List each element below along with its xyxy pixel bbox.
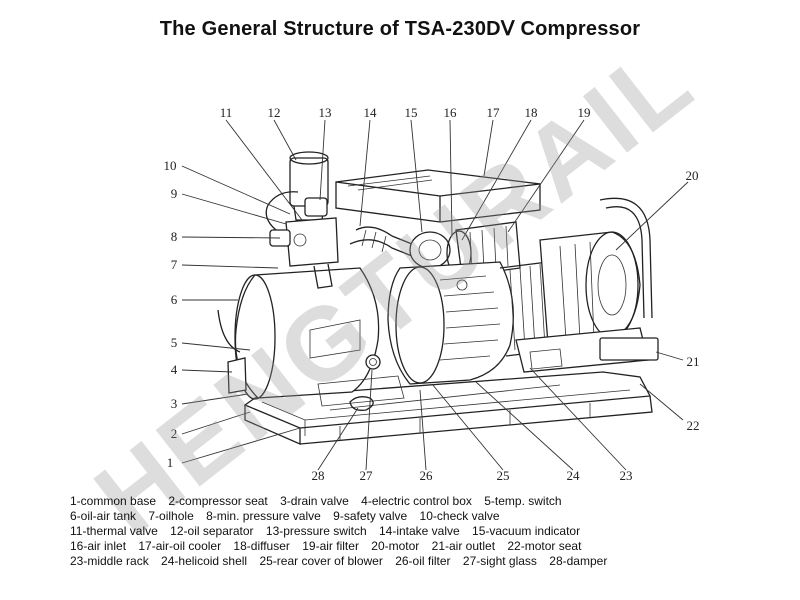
air-oil-cooler <box>335 169 541 223</box>
callout-24: 24 <box>567 468 581 483</box>
callout-12: 12 <box>268 105 281 120</box>
legend-item: 4-electric control box <box>361 494 472 508</box>
legend-item: 20-motor <box>371 539 420 553</box>
compressor-illustration <box>217 151 659 445</box>
callout-28: 28 <box>312 468 325 483</box>
legend-line-5: 23-middle rack 24-helicoid shell 25-rear… <box>70 554 770 569</box>
callout-8: 8 <box>171 229 178 244</box>
callout-26: 26 <box>420 468 434 483</box>
callout-20: 20 <box>686 168 699 183</box>
legend-item: 18-diffuser <box>233 539 290 553</box>
callout-27: 27 <box>360 468 374 483</box>
motor-seat <box>515 327 659 373</box>
legend-item: 9-safety valve <box>333 509 408 523</box>
motor <box>539 197 653 345</box>
callout-4: 4 <box>171 362 178 377</box>
legend-item: 27-sight glass <box>462 554 537 568</box>
legend-item: 25-rear cover of blower <box>259 554 383 568</box>
legend-item: 1-common base <box>70 494 157 508</box>
diagram-title: The General Structure of TSA-230DⅤ Compr… <box>159 18 641 40</box>
callout-23: 23 <box>620 468 633 483</box>
callout-13: 13 <box>319 105 332 120</box>
legend-item: 22-motor seat <box>507 539 582 553</box>
legend-item: 23-middle rack <box>70 554 149 568</box>
leader-lines <box>181 119 689 471</box>
callout-19: 19 <box>578 105 591 120</box>
callout-7: 7 <box>171 257 178 272</box>
legend-item: 7-oilhole <box>148 509 194 523</box>
callout-1: 1 <box>167 455 174 470</box>
callout-3: 3 <box>171 396 178 411</box>
legend-item: 3-drain valve <box>280 494 349 508</box>
callout-2: 2 <box>171 426 178 441</box>
callout-5: 5 <box>171 335 178 350</box>
intake-piping <box>349 226 451 269</box>
legend-item: 24-helicoid shell <box>161 554 248 568</box>
oil-separator <box>289 151 329 221</box>
callout-18: 18 <box>525 105 538 120</box>
parts-legend: 1-common base 2-compressor seat 3-drain … <box>70 494 770 569</box>
common-base <box>243 371 653 445</box>
legend-item: 21-air outlet <box>431 539 496 553</box>
legend-item: 16-air inlet <box>70 539 127 553</box>
legend-item: 13-pressure switch <box>265 524 367 538</box>
legend-line-1: 1-common base 2-compressor seat 3-drain … <box>70 494 770 509</box>
legend-item: 6-oil-air tank <box>70 509 137 523</box>
legend-item: 8-min. pressure valve <box>206 509 321 523</box>
callout-14: 14 <box>364 105 378 120</box>
legend-item: 26-oil filter <box>395 554 451 568</box>
legend-item: 15-vacuum indicator <box>472 524 581 538</box>
callout-numbers: 1 2 3 4 5 6 7 8 9 10 11 12 13 14 15 16 1… <box>164 105 700 483</box>
callout-25: 25 <box>497 468 510 483</box>
legend-item: 12-oil separator <box>170 524 254 538</box>
legend-item: 19-air filter <box>302 539 359 553</box>
callout-15: 15 <box>405 105 418 120</box>
callout-16: 16 <box>444 105 458 120</box>
legend-item: 28-damper <box>549 554 608 568</box>
legend-line-4: 16-air inlet 17-air-oil cooler 18-diffus… <box>70 539 770 554</box>
legend-item: 11-thermal valve <box>70 524 158 538</box>
legend-line-2: 6-oil-air tank 7-oilhole 8-min. pressure… <box>70 509 770 524</box>
legend-item: 17-air-oil cooler <box>138 539 222 553</box>
callout-9: 9 <box>171 186 178 201</box>
legend-line-3: 11-thermal valve 12-oil separator 13-pre… <box>70 524 770 539</box>
callout-21: 21 <box>687 354 700 369</box>
callout-11: 11 <box>220 105 233 120</box>
valve-manifold <box>265 191 339 289</box>
legend-item: 14-intake valve <box>378 524 460 538</box>
legend-item: 2-compressor seat <box>168 494 268 508</box>
callout-6: 6 <box>171 292 178 307</box>
oil-air-tank <box>234 267 381 400</box>
callout-22: 22 <box>687 418 700 433</box>
electric-control-box <box>217 309 247 394</box>
legend-item: 10-check valve <box>419 509 500 523</box>
callout-17: 17 <box>487 105 501 120</box>
legend-item: 5-temp. switch <box>484 494 562 508</box>
callout-10: 10 <box>164 158 177 173</box>
